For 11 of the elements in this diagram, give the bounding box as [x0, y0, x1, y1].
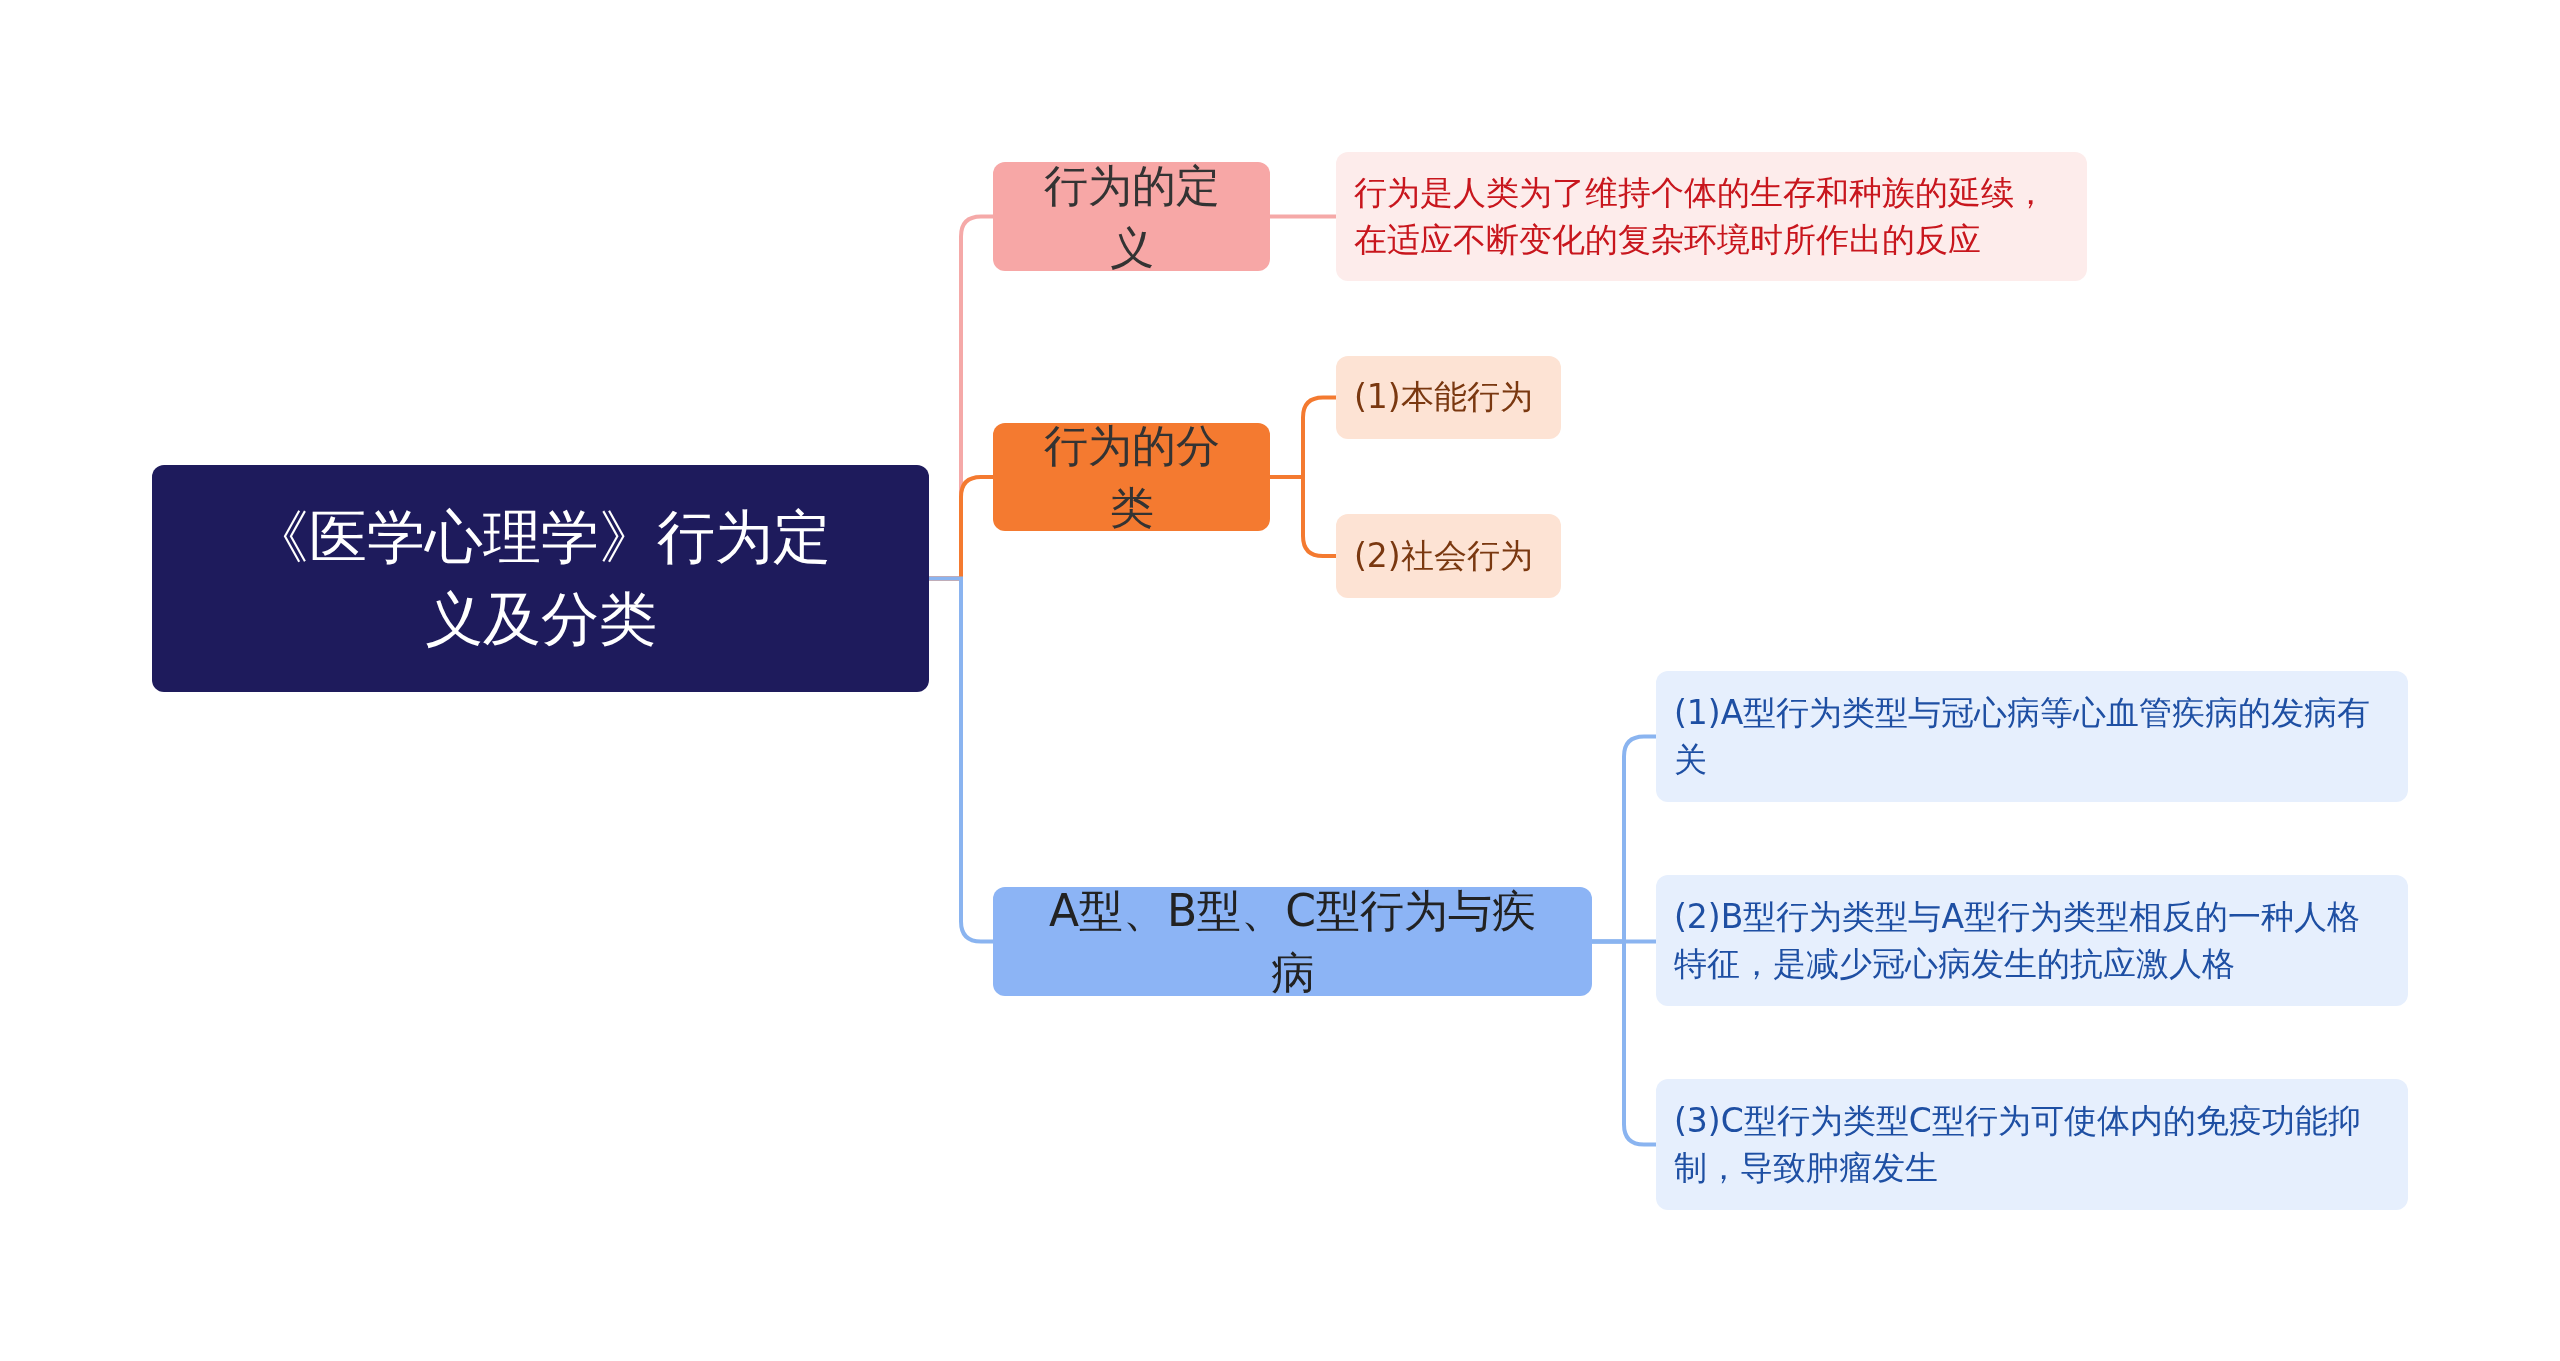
root-topic-box: 《医学心理学》行为定义及分类 — [152, 465, 929, 692]
note-box: (3)C型行为类型C型行为可使体内的免疫功能抑制，导致肿瘤发生 — [1656, 1079, 2408, 1210]
subtopic-box: (2)社会行为 — [1336, 514, 1561, 598]
topic-box: 行为的定义 — [993, 162, 1270, 271]
topic-box: A型、B型、C型行为与疾病 — [993, 887, 1592, 996]
note-box: 行为是人类为了维持个体的生存和种族的延续，在适应不断变化的复杂环境时所作出的反应 — [1336, 152, 2087, 281]
note-box: (2)B型行为类型与A型行为类型相反的一种人格特征，是减少冠心病发生的抗应激人格 — [1656, 875, 2408, 1006]
note-box: (1)A型行为类型与冠心病等心血管疾病的发病有关 — [1656, 671, 2408, 802]
subtopic-box: (1)本能行为 — [1336, 356, 1561, 439]
connector-line — [1270, 214, 1336, 219]
topic-box: 行为的分类 — [993, 423, 1270, 531]
